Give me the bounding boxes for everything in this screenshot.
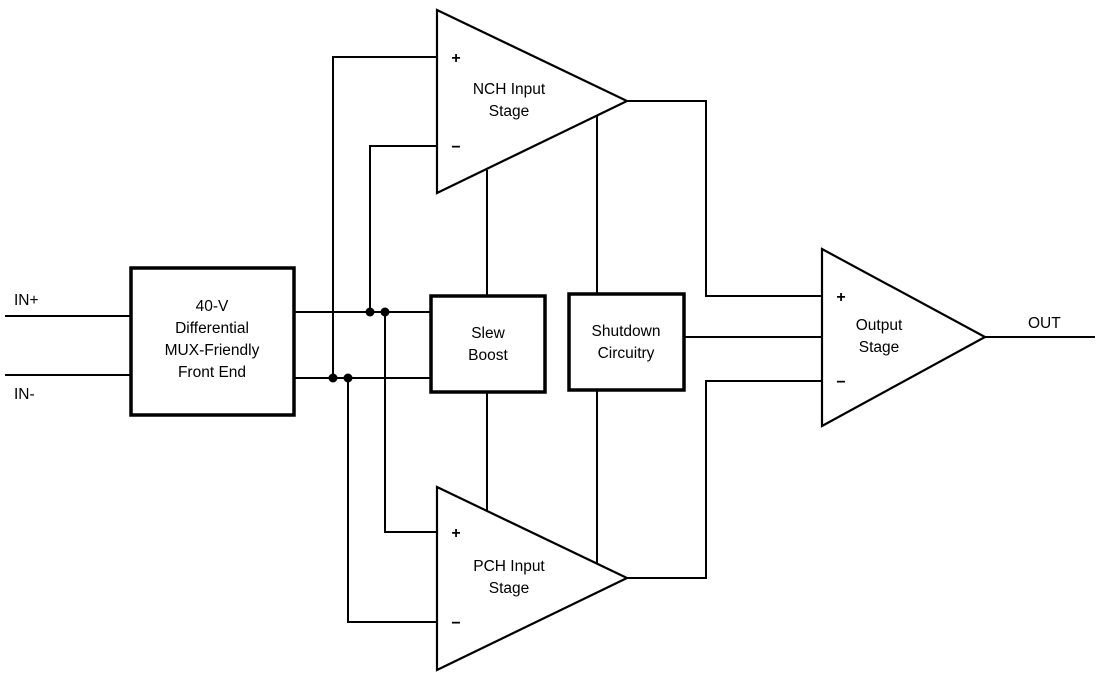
wire-pch-plus-input [384,312,437,533]
wire-nch-plus-input [332,56,437,378]
nch-text-line2: Stage [489,103,530,120]
shutdown-text-line1: Shutdown [592,323,661,340]
shutdown-text-line2: Circuitry [598,345,655,362]
pch-plus-sign: + [451,525,460,542]
junction-dot [365,307,375,317]
junction-dots [328,307,390,383]
front-end-text-line2: Differential [175,320,249,337]
slew-boost-text-line1: Slew [471,325,505,342]
output-stage-plus-sign: + [836,289,845,306]
junction-dot [380,307,390,317]
front-end-text-line1: 40-V [196,298,229,315]
wire-pch-to-output-stage [627,380,822,579]
front-end-text-line4: Front End [178,364,246,381]
wire-nch-to-output-stage [627,100,822,297]
pch-input-stage-label: + − PCH Input Stage [451,525,545,632]
nch-text-line1: NCH Input [473,81,546,98]
pch-text-line1: PCH Input [473,558,545,575]
wire-nch-minus-input [369,145,437,312]
io-labels: IN+ IN- OUT [14,292,1061,403]
junction-dot [343,373,353,383]
front-end-block [129,266,296,417]
front-end-text-line3: MUX-Friendly [165,342,260,359]
out-label: OUT [1028,315,1061,332]
pch-input-stage-triangle [435,485,630,672]
slew-boost-block [429,294,547,394]
shutdown-block [567,292,686,392]
junction-dot [328,373,338,383]
wires [5,56,1095,623]
output-stage-text-line2: Stage [859,339,900,356]
output-stage-minus-sign: − [836,374,845,391]
nch-plus-sign: + [451,50,460,67]
wire-pch-minus-input [347,378,437,623]
front-end-label: 40-V Differential MUX-Friendly Front End [165,298,260,381]
pch-text-line2: Stage [489,580,530,597]
pch-minus-sign: − [451,615,460,632]
nch-input-stage-triangle [435,8,630,195]
nch-minus-sign: − [451,139,460,156]
output-stage-text-line1: Output [856,317,903,334]
slew-boost-label: Slew Boost [468,325,508,364]
nch-input-stage-label: + − NCH Input Stage [451,50,546,156]
output-stage-label: + − Output Stage [836,289,903,391]
slew-boost-text-line2: Boost [468,347,508,364]
output-stage-triangle [820,247,988,428]
in-plus-label: IN+ [14,292,39,309]
in-minus-label: IN- [14,386,35,403]
shutdown-label: Shutdown Circuitry [592,323,661,362]
